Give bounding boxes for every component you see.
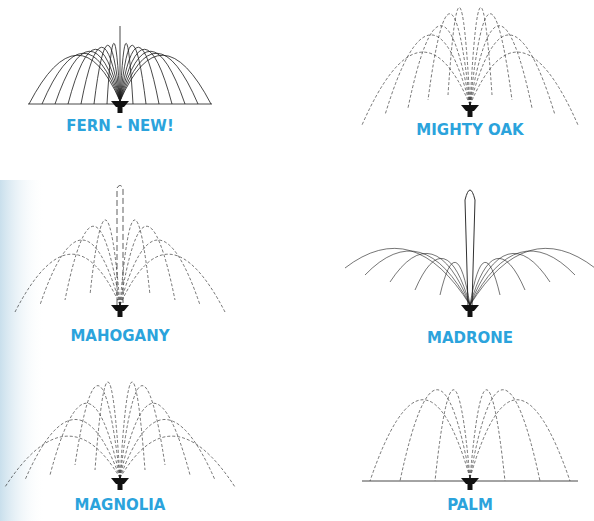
mahogany-pattern bbox=[15, 186, 225, 318]
water-arc bbox=[120, 386, 165, 478]
water-arc bbox=[40, 240, 120, 305]
water-arc bbox=[90, 220, 120, 305]
water-arc bbox=[365, 251, 470, 305]
nozzle-stem bbox=[118, 310, 123, 317]
water-backdrop bbox=[0, 180, 45, 521]
water-arc bbox=[470, 251, 575, 305]
water-arc bbox=[50, 403, 120, 478]
madrone-label: MADRONE bbox=[427, 329, 513, 347]
water-arc bbox=[470, 390, 505, 481]
fern-label: FERN - NEW! bbox=[66, 117, 173, 135]
mighty-oak-pattern bbox=[362, 7, 578, 125]
water-arc bbox=[15, 254, 120, 312]
water-arc bbox=[385, 35, 470, 115]
water-arc bbox=[470, 400, 570, 481]
water-arc bbox=[120, 254, 225, 312]
water-arc bbox=[470, 52, 578, 125]
water-arc bbox=[120, 45, 146, 104]
palm-label: PALM bbox=[447, 496, 493, 514]
water-arc bbox=[120, 419, 215, 480]
water-arc bbox=[120, 240, 200, 305]
fern-pattern bbox=[28, 26, 212, 113]
nozzle-stem bbox=[468, 310, 473, 317]
water-arc bbox=[120, 436, 235, 487]
center-jet bbox=[117, 186, 123, 306]
magnolia-label: MAGNOLIA bbox=[75, 496, 166, 514]
nozzle-stem bbox=[118, 483, 123, 490]
madrone-pattern bbox=[345, 190, 594, 317]
water-arc bbox=[29, 55, 120, 104]
water-arc bbox=[94, 45, 120, 104]
water-arc bbox=[120, 220, 150, 305]
water-arc bbox=[75, 386, 120, 478]
water-arc bbox=[435, 390, 470, 481]
water-arc bbox=[120, 55, 211, 104]
water-arc bbox=[120, 403, 190, 478]
magnolia-pattern bbox=[5, 382, 235, 490]
water-arc bbox=[345, 248, 470, 305]
palm-pattern bbox=[362, 390, 578, 490]
water-arc bbox=[120, 49, 172, 104]
water-arc bbox=[470, 258, 525, 305]
water-arc bbox=[390, 253, 470, 305]
water-arc bbox=[95, 382, 120, 478]
water-arc bbox=[65, 226, 120, 305]
water-arc bbox=[362, 52, 470, 125]
water-arc bbox=[68, 49, 120, 104]
water-arc bbox=[120, 226, 175, 305]
water-arc bbox=[370, 400, 470, 481]
mahogany-label: MAHOGANY bbox=[70, 327, 169, 345]
water-arc bbox=[25, 419, 120, 480]
water-arc bbox=[470, 390, 540, 481]
water-arc bbox=[470, 253, 550, 305]
water-arc bbox=[400, 390, 470, 481]
nozzle-stem bbox=[468, 110, 473, 117]
water-arc bbox=[470, 35, 555, 115]
water-arc bbox=[5, 436, 120, 487]
water-arc bbox=[408, 26, 470, 108]
water-arc bbox=[120, 382, 145, 478]
mighty-oak-label: MIGHTY OAK bbox=[416, 121, 523, 139]
water-arc bbox=[415, 258, 470, 305]
nozzle-stem bbox=[118, 106, 123, 113]
water-arc bbox=[470, 248, 594, 305]
water-arc bbox=[470, 26, 532, 108]
nozzle-stem bbox=[468, 483, 473, 490]
